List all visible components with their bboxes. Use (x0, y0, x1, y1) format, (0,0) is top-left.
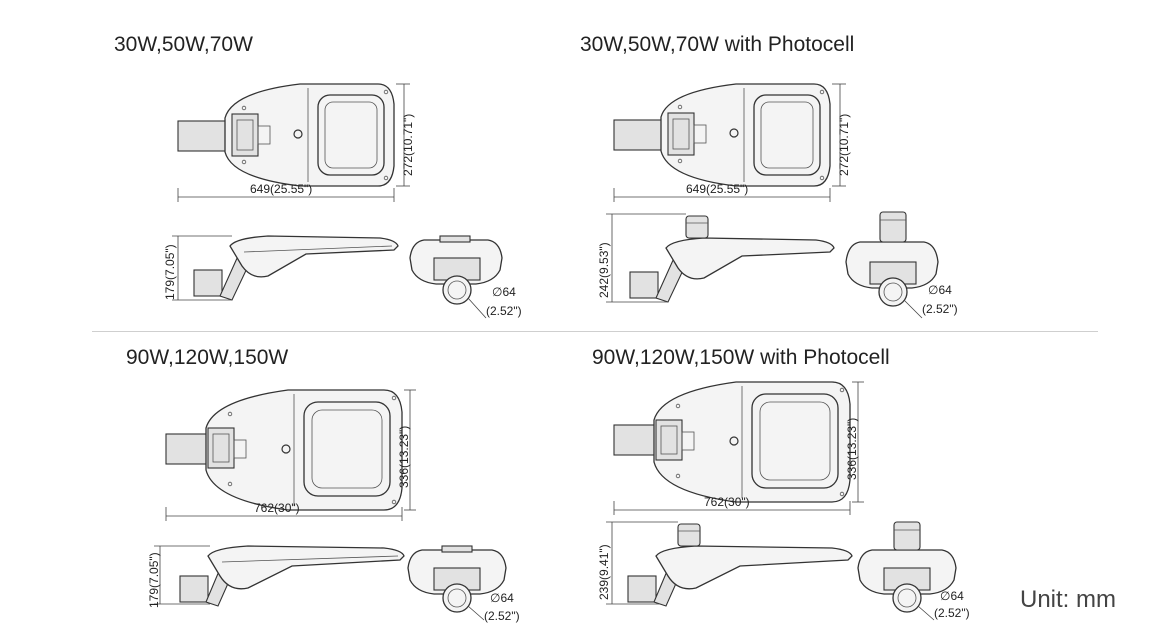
center-screw (293, 129, 303, 139)
panel-title-30-70w-photocell: 30W,50W,70W with Photocell (580, 33, 855, 56)
pipe-diameter: ∅64 (490, 591, 514, 605)
pipe-section (442, 583, 472, 613)
top-view: 762(30") 336(13.23") (165, 389, 416, 521)
length-dimension: 649(25.55") (686, 182, 748, 196)
side-housing (655, 545, 853, 590)
pipe-diameter-inch: (2.52") (484, 609, 520, 623)
side-view: 242(9.53") (597, 213, 835, 303)
panel-title-90-150w: 90W,120W,150W (126, 346, 289, 369)
center-screw (729, 128, 739, 138)
clamp-bracket (231, 113, 259, 157)
pole-adapter (193, 269, 223, 297)
pole-adapter (627, 575, 657, 603)
length-dimension: 649(25.55") (250, 182, 312, 196)
width-dimension: 272(10.71") (837, 114, 851, 176)
clamp-bracket (667, 112, 695, 156)
end-view: ∅64 (2.52") (409, 235, 522, 319)
top-view: 649(25.55") 272(10.71") (177, 83, 415, 202)
center-screw (281, 444, 291, 454)
lens-panel (317, 94, 385, 176)
panel-90-150w: 762(30") 336(13.23") 179(7.05") ∅64 (2.5… (147, 389, 520, 623)
top-view: 762(30") 336(13.23") (613, 381, 864, 515)
height-dimension: 239(9.41") (597, 544, 611, 600)
height-dimension: 179(7.05") (163, 244, 177, 300)
photocell (879, 211, 907, 243)
length-dimension: 762(30") (704, 495, 750, 509)
pipe-section (892, 583, 922, 613)
width-dimension: 336(13.23") (845, 418, 859, 480)
side-view: 179(7.05") (147, 545, 405, 608)
photocell (893, 521, 921, 551)
side-housing (207, 545, 405, 590)
height-dimension: 242(9.53") (597, 242, 611, 298)
pipe-diameter: ∅64 (928, 283, 952, 297)
center-screw (729, 436, 739, 446)
clamp-bracket (207, 427, 235, 469)
lens-panel (751, 393, 839, 489)
pipe-section (878, 277, 908, 307)
pipe-diameter-inch: (2.52") (486, 304, 522, 318)
panel-title-90-150w-photocell: 90W,120W,150W with Photocell (592, 346, 890, 369)
side-view: 239(9.41") (597, 521, 853, 607)
side-housing (665, 237, 835, 280)
pipe-diameter: ∅64 (940, 589, 964, 603)
lens-panel (303, 401, 391, 497)
pipe-diameter-inch: (2.52") (934, 606, 970, 620)
pole-adapter (629, 271, 659, 299)
width-dimension: 272(10.71") (401, 114, 415, 176)
mount-arm (177, 120, 231, 152)
pipe-diameter-inch: (2.52") (922, 302, 958, 316)
unit-label: Unit: mm (1020, 586, 1116, 613)
length-dimension: 762(30") (254, 501, 300, 515)
section-divider (92, 331, 1098, 332)
end-view: ∅64 (2.52") (857, 521, 970, 621)
panel-90-150w-photocell: 762(30") 336(13.23") 239(9.41") ∅64 (2.5… (597, 381, 970, 621)
end-view: ∅64 (2.52") (407, 545, 520, 623)
panel-30-70w-photocell: 649(25.55") 272(10.71") 242(9.53") ∅64 (… (597, 83, 958, 319)
photocell (685, 215, 709, 239)
pipe-section (442, 275, 472, 305)
pipe-diameter: ∅64 (492, 285, 516, 299)
pole-adapter (179, 575, 209, 603)
width-dimension: 336(13.23") (397, 426, 411, 488)
height-dimension: 179(7.05") (147, 552, 161, 608)
end-view: ∅64 (2.52") (845, 211, 958, 319)
photocell (677, 523, 701, 547)
panel-title-30-70w: 30W,50W,70W (114, 33, 253, 56)
mount-arm (613, 119, 667, 151)
clamp-bracket (655, 419, 683, 461)
side-view: 179(7.05") (163, 235, 399, 301)
side-housing (229, 235, 399, 278)
top-view: 649(25.55") 272(10.71") (613, 83, 851, 202)
lens-panel (753, 94, 821, 176)
panel-30-70w: 649(25.55") 272(10.71") 179(7.05") ∅64 (… (163, 83, 522, 319)
